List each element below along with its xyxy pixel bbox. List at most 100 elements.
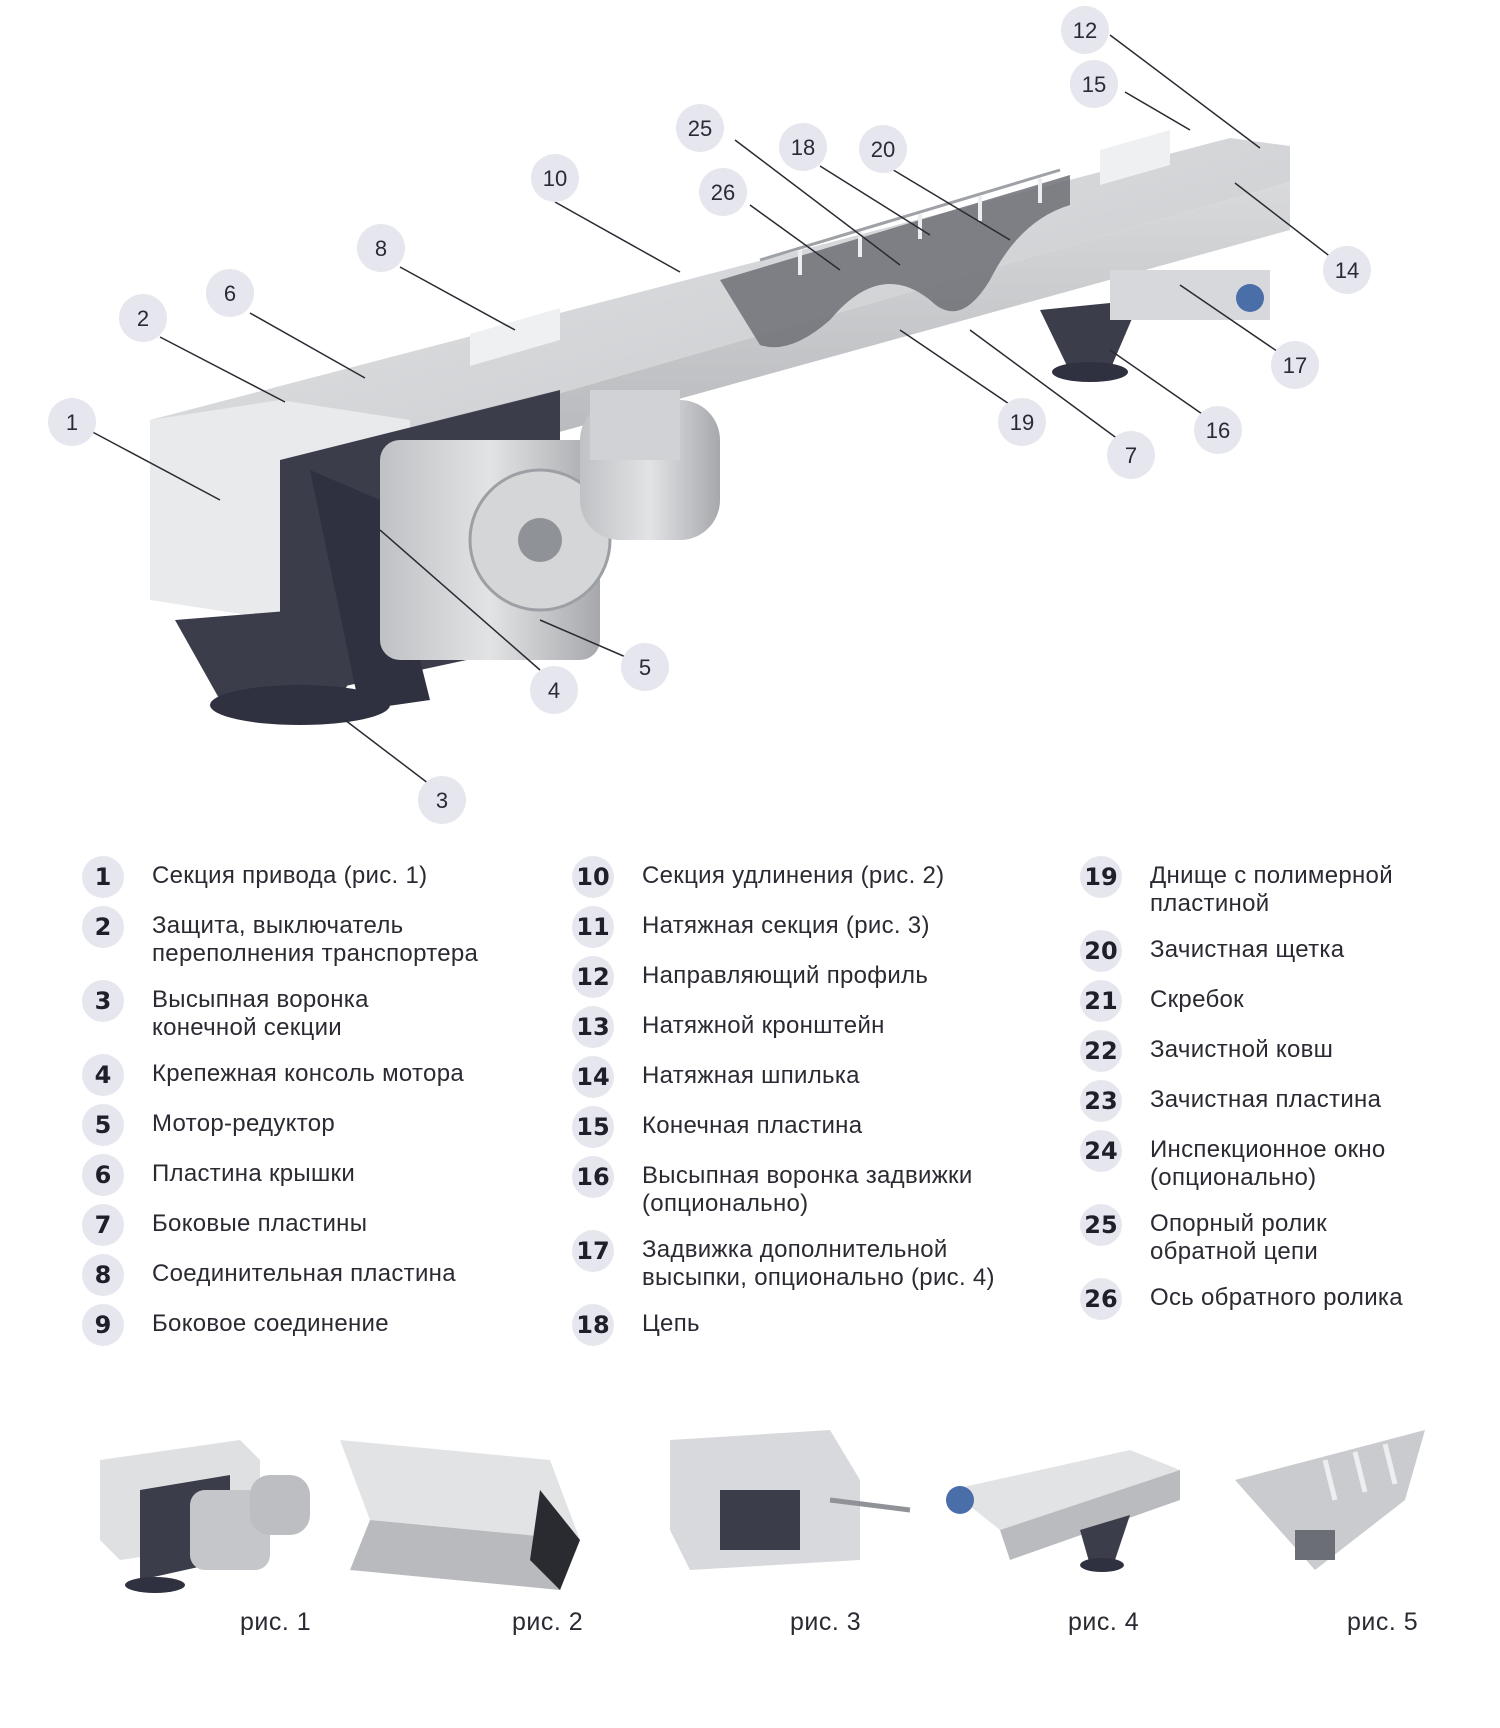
legend-number: 20 [1080, 930, 1122, 972]
legend-number: 26 [1080, 1278, 1122, 1320]
legend-text: Направляющий профиль [642, 962, 929, 989]
callout-17: 17 [1271, 341, 1319, 389]
caption-figure-4: рис. 4 [1068, 1608, 1140, 1636]
callout-15: 15 [1070, 60, 1118, 108]
callout-lines [84, 34, 1346, 791]
callout-1: 1 [48, 398, 96, 446]
legend-text: Инспекционное окно (опционально) [1150, 1136, 1386, 1191]
legend-number: 11 [572, 906, 614, 948]
figure-3-tension-section [660, 1420, 920, 1600]
legend-text: Мотор-редуктор [152, 1110, 336, 1137]
legend-number: 16 [572, 1156, 614, 1198]
legend-number: 21 [1080, 980, 1122, 1022]
callout-25: 25 [676, 104, 724, 152]
callout-16: 16 [1194, 406, 1242, 454]
legend-number: 18 [572, 1304, 614, 1346]
figure-1-drive-section [80, 1420, 340, 1600]
legend-text: Высыпная воронка конечной секции [152, 986, 369, 1041]
svg-text:10: 10 [543, 166, 567, 191]
callout-18: 18 [779, 123, 827, 171]
legend-item: 16 Высыпная воронка задвижки (опционально… [572, 1156, 1022, 1218]
legend-item: 17 Задвижка дополнительной высыпки, опцио… [572, 1230, 1022, 1292]
callout-badges: 1 2 3 4 5 6 7 8 10 12 14 15 16 17 18 19 … [48, 6, 1371, 824]
callout-14: 14 [1323, 246, 1371, 294]
callout-3: 3 [418, 776, 466, 824]
caption-figure-5: рис. 5 [1347, 1608, 1419, 1636]
figure-5-flights [1225, 1420, 1445, 1600]
svg-text:15: 15 [1082, 72, 1106, 97]
legend-item: 3 Высыпная воронка конечной секции [82, 980, 552, 1042]
legend-text: Зачистная щетка [1150, 936, 1345, 963]
callout-20: 20 [859, 125, 907, 173]
legend-text: Цепь [642, 1310, 700, 1337]
svg-text:17: 17 [1283, 353, 1307, 378]
legend-number: 23 [1080, 1080, 1122, 1122]
legend-text: Днище с полимерной пластиной [1150, 862, 1393, 917]
legend-item: 20 Зачистная щетка [1080, 930, 1490, 972]
svg-text:1: 1 [66, 410, 78, 435]
caption-figure-2: рис. 2 [512, 1608, 584, 1636]
figure-4-gate [930, 1420, 1190, 1600]
legend-text: Задвижка дополнительной высыпки, опциона… [642, 1236, 995, 1291]
legend-text: Натяжная шпилька [642, 1062, 860, 1089]
svg-text:12: 12 [1073, 18, 1097, 43]
legend-text: Секция удлинения (рис. 2) [642, 862, 945, 889]
legend-number: 2 [82, 906, 124, 948]
legend-number: 10 [572, 856, 614, 898]
legend-text: Высыпная воронка задвижки (опционально) [642, 1162, 973, 1217]
svg-text:4: 4 [548, 678, 560, 703]
legend-number: 8 [82, 1254, 124, 1296]
legend-text: Пластина крышки [152, 1160, 356, 1187]
legend-number: 1 [82, 856, 124, 898]
legend-item: 19 Днище с полимерной пластиной [1080, 856, 1490, 918]
legend-text: Зачистной ковш [1150, 1036, 1334, 1063]
legend-number: 6 [82, 1154, 124, 1196]
callout-6: 6 [206, 269, 254, 317]
legend-column-1: 1 Секция привода (рис. 1) 2 Защита, выключ… [82, 856, 552, 1360]
svg-text:20: 20 [871, 137, 895, 162]
legend-text: Защита, выключатель переполнения транспо… [152, 912, 479, 967]
legend-text: Боковые пластины [152, 1210, 368, 1237]
svg-text:3: 3 [436, 788, 448, 813]
caption-figure-1: рис. 1 [240, 1608, 312, 1636]
legend-number: 17 [572, 1230, 614, 1272]
svg-text:7: 7 [1125, 443, 1137, 468]
legend-number: 15 [572, 1106, 614, 1148]
legend-number: 19 [1080, 856, 1122, 898]
legend-item: 10 Секция удлинения (рис. 2) [572, 856, 1022, 898]
legend-text: Опорный ролик обратной цепи [1150, 1210, 1327, 1265]
svg-text:6: 6 [224, 281, 236, 306]
conveyor-illustration: 1 2 3 4 5 6 7 8 10 12 14 15 16 17 18 19 … [48, 6, 1371, 824]
legend-text: Натяжная секция (рис. 3) [642, 912, 930, 939]
legend-text: Секция привода (рис. 1) [152, 862, 428, 889]
legend-item: 6 Пластина крышки [82, 1154, 552, 1196]
legend-number: 3 [82, 980, 124, 1022]
legend-number: 13 [572, 1006, 614, 1048]
legend-column-2: 10 Секция удлинения (рис. 2) 11 Натяжная с… [572, 856, 1022, 1360]
legend-item: 21 Скребок [1080, 980, 1490, 1022]
legend-text: Скребок [1150, 986, 1244, 1013]
caption-figure-3: рис. 3 [790, 1608, 862, 1636]
svg-text:2: 2 [137, 306, 149, 331]
legend-number: 4 [82, 1054, 124, 1096]
legend-text: Боковое соединение [152, 1310, 389, 1337]
legend-item: 5 Мотор-редуктор [82, 1104, 552, 1146]
figure-2-extension-section [330, 1420, 600, 1600]
legend-item: 18 Цепь [572, 1304, 1022, 1346]
callout-4: 4 [530, 666, 578, 714]
legend-number: 12 [572, 956, 614, 998]
legend-number: 9 [82, 1304, 124, 1346]
svg-text:18: 18 [791, 135, 815, 160]
legend-number: 5 [82, 1104, 124, 1146]
callout-10: 10 [531, 154, 579, 202]
